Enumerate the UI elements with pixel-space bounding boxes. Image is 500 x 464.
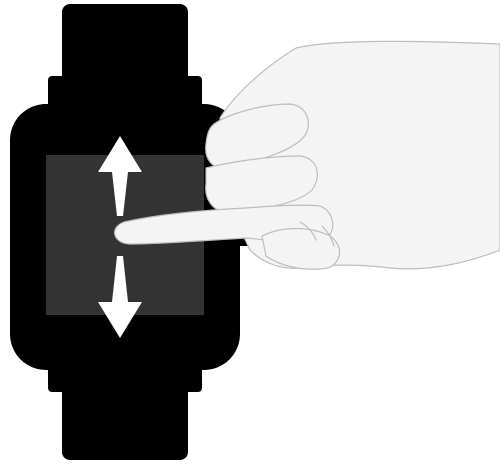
watch-strap-bottom [62,372,188,460]
